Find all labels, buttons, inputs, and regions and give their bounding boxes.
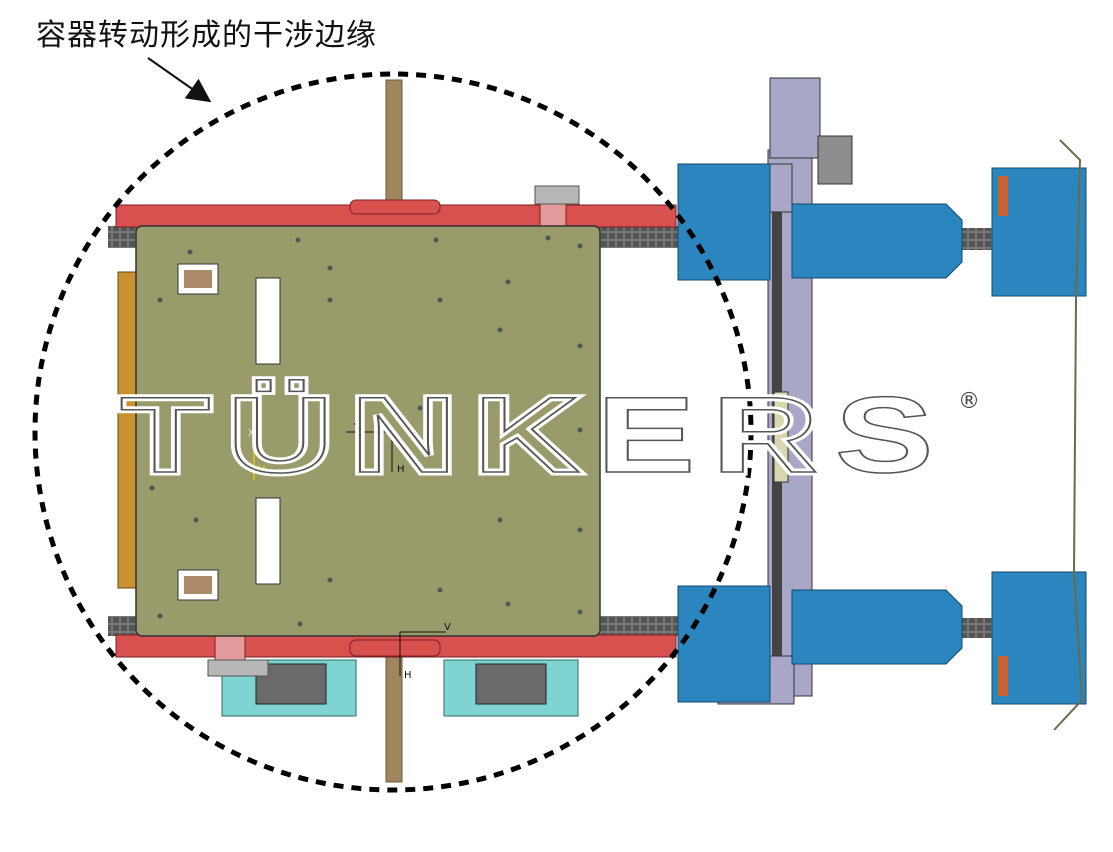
axis-label-h-center: H	[397, 464, 405, 475]
pink-clamp-top	[539, 199, 567, 229]
interference-circle	[32, 71, 754, 793]
grey-bracket-top	[534, 185, 580, 205]
watermark-logo: TÜNKERS	[120, 374, 950, 495]
axis-marker-bottom	[399, 631, 446, 676]
slide-motor	[769, 77, 821, 159]
red-frame-bottom-center-pad	[349, 639, 441, 657]
blue-arm-middle-top	[791, 203, 963, 279]
blue-arm-left-top	[677, 163, 771, 281]
base-plate	[135, 225, 601, 637]
chain-conveyor-right-top	[960, 228, 1000, 250]
interference-edge-label: 容器转动形成的干涉边缘	[36, 18, 377, 53]
axis-marker-center	[346, 431, 393, 472]
axis-label-v-bottom: V	[444, 622, 451, 633]
axis-label-h-left: H	[258, 464, 266, 475]
grey-plate-left	[207, 659, 269, 677]
plate-cutout-top-right	[255, 277, 281, 365]
watermark-logo-halo: TÜNKERS	[120, 374, 950, 495]
axis-label-h-bottom: H	[404, 670, 412, 681]
chain-conveyor-right-bottom	[960, 618, 1000, 638]
red-frame-top-center-pad	[349, 199, 441, 215]
registered-mark: ®	[958, 389, 980, 414]
slide-gearbox	[817, 135, 853, 185]
blue-arm-left-bottom	[677, 585, 771, 703]
clamp-unit-right	[475, 663, 547, 705]
orange-pad-top	[998, 176, 1008, 216]
clamp-bottom-left	[184, 576, 212, 594]
annotation-arrow	[147, 57, 212, 103]
plate-holes	[149, 235, 583, 627]
blue-arm-middle-bottom	[791, 589, 963, 665]
right-cable	[1053, 139, 1084, 731]
axis-label-x-left: X	[248, 428, 255, 439]
pink-clamp-bottom	[214, 635, 246, 661]
plate-cutout-bottom-right	[255, 497, 281, 585]
orange-pad-bottom	[998, 656, 1008, 696]
axis-label-v-center: V	[354, 422, 361, 433]
clamp-top-left	[184, 270, 212, 288]
slide-carriage	[773, 391, 789, 483]
